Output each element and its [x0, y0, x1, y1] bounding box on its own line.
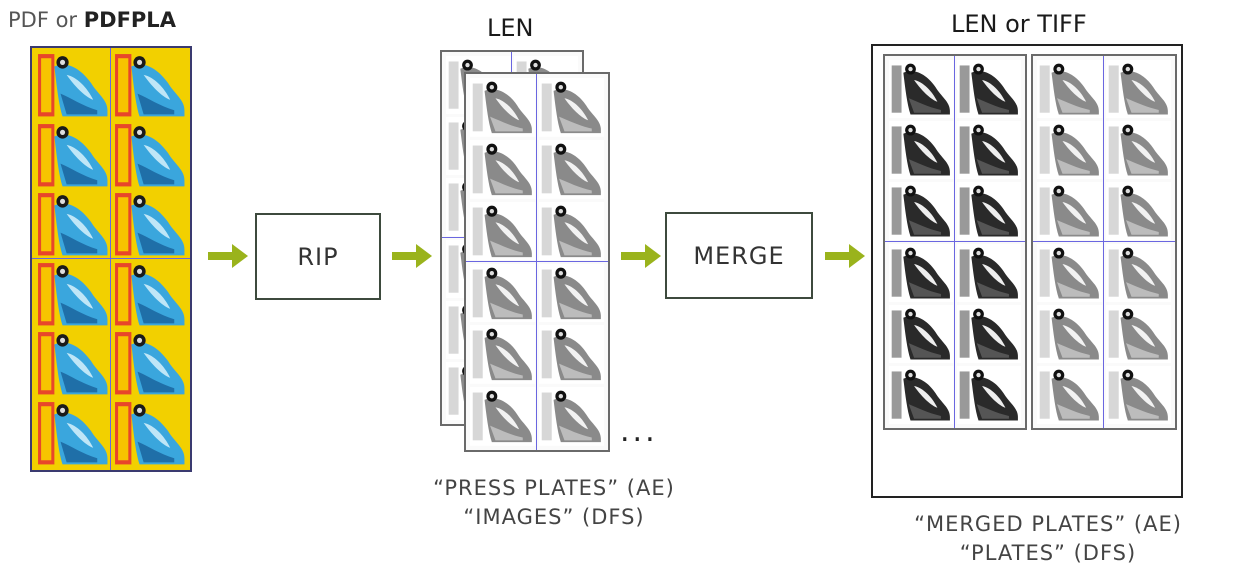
horizontal-guide-line [466, 261, 608, 262]
source-format-bold: PDFPLA [83, 8, 176, 32]
arrow-right-icon [208, 244, 248, 268]
rip-step-box: RIP [255, 213, 381, 300]
press-plates-caption-line2: “IMAGES” (DFS) [463, 505, 645, 529]
grayscale-shoe-tile [538, 325, 604, 385]
grayscale-shoe-tile [889, 365, 954, 424]
source-format-label: PDF or PDFPLA [8, 8, 176, 32]
horizontal-guide-line [1033, 241, 1175, 242]
shoe-label-tile [112, 399, 186, 466]
more-plates-ellipsis: ... [620, 414, 658, 449]
grayscale-shoe-tile [470, 387, 536, 446]
merged-title: LEN or TIFF [951, 10, 1087, 38]
grayscale-shoe-tile [1105, 182, 1171, 241]
grayscale-shoe-tile [1037, 60, 1103, 119]
merged-plate-left [883, 54, 1027, 430]
grayscale-shoe-tile [538, 201, 604, 261]
shoe-label-tile [36, 330, 110, 397]
shoe-label-tile [36, 191, 110, 258]
grayscale-shoe-tile [889, 121, 954, 180]
grayscale-shoe-tile [889, 243, 954, 302]
merge-step-label: MERGE [693, 241, 785, 270]
arrow-right-icon [621, 244, 661, 268]
vertical-guide-line [1103, 56, 1104, 428]
grayscale-shoe-tile [956, 60, 1021, 119]
merged-plates-caption-line1: “MERGED PLATES” (AE) [914, 512, 1182, 536]
len-title: LEN [487, 14, 534, 42]
press-plate-front [464, 72, 610, 452]
grayscale-shoe-tile [1037, 304, 1103, 363]
grayscale-shoe-tile [1105, 304, 1171, 363]
merge-step-box: MERGE [665, 212, 813, 299]
grayscale-shoe-tile [470, 325, 536, 385]
grayscale-shoe-tile [538, 78, 604, 137]
vertical-guide-line [536, 74, 537, 450]
grayscale-shoe-tile [889, 182, 954, 241]
grayscale-shoe-tile [1037, 365, 1103, 424]
shoe-label-tile [36, 121, 110, 188]
press-plates-caption: “PRESS PLATES” (AE) “IMAGES” (DFS) [384, 474, 724, 532]
shoe-label-tile [112, 52, 186, 119]
grayscale-shoe-tile [956, 304, 1021, 363]
rip-step-label: RIP [297, 242, 339, 271]
grayscale-shoe-tile [889, 60, 954, 119]
shoe-label-tile [112, 121, 186, 188]
grayscale-shoe-tile [889, 304, 954, 363]
grayscale-shoe-tile [470, 78, 536, 137]
press-plates-caption-line1: “PRESS PLATES” (AE) [433, 476, 675, 500]
grayscale-shoe-tile [470, 139, 536, 199]
merged-plate-right [1031, 54, 1177, 430]
grayscale-shoe-tile [470, 263, 536, 323]
shoe-label-tile [36, 260, 110, 327]
grayscale-shoe-tile [1037, 243, 1103, 302]
vertical-guide-line [110, 48, 111, 470]
shoe-label-tile [112, 260, 186, 327]
grayscale-shoe-tile [1037, 182, 1103, 241]
grayscale-shoe-tile [1105, 243, 1171, 302]
grayscale-shoe-tile [1037, 121, 1103, 180]
merged-plates-caption-line2: “PLATES” (DFS) [959, 541, 1137, 565]
merged-plates-caption: “MERGED PLATES” (AE) “PLATES” (DFS) [862, 510, 1234, 568]
grayscale-shoe-tile [956, 365, 1021, 424]
shoe-label-tile [112, 191, 186, 258]
pdf-source-sheet [30, 46, 192, 472]
shoe-label-tile [36, 52, 110, 119]
grayscale-shoe-tile [538, 139, 604, 199]
horizontal-guide-line [885, 241, 1025, 242]
source-format-prefix: PDF or [8, 8, 84, 32]
horizontal-guide-line [32, 258, 190, 259]
grayscale-shoe-tile [1105, 365, 1171, 424]
shoe-label-tile [112, 330, 186, 397]
arrow-right-icon [392, 244, 432, 268]
grayscale-shoe-tile [956, 182, 1021, 241]
grayscale-shoe-tile [956, 243, 1021, 302]
grayscale-shoe-tile [956, 121, 1021, 180]
grayscale-shoe-tile [1105, 121, 1171, 180]
vertical-guide-line [954, 56, 955, 428]
grayscale-shoe-tile [1105, 60, 1171, 119]
grayscale-shoe-tile [538, 263, 604, 323]
shoe-label-tile [36, 399, 110, 466]
grayscale-shoe-tile [470, 201, 536, 261]
arrow-right-icon [825, 244, 865, 268]
grayscale-shoe-tile [538, 387, 604, 446]
